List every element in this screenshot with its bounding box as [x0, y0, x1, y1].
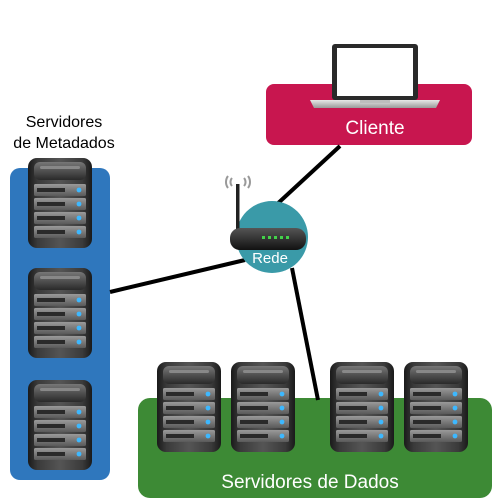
link-router-metadata: [109, 258, 246, 294]
data-group-box: [138, 398, 492, 498]
router-icon: [225, 175, 306, 250]
metadata-group-label-line1: Servidores: [26, 114, 102, 131]
data-server-3: [330, 362, 394, 452]
client-box: [266, 84, 472, 145]
link-router-data: [290, 267, 320, 401]
client-label: Cliente: [345, 118, 404, 139]
network-label: Rede: [252, 250, 288, 267]
data-server-4: [404, 362, 468, 452]
metadata-server-1: [28, 158, 92, 248]
laptop-icon: [310, 44, 440, 108]
data-group-label: Servidores de Dados: [221, 472, 398, 493]
metadata-group-label-line2: de Metadados: [13, 135, 114, 152]
metadata-server-2: [28, 268, 92, 358]
data-server-1: [157, 362, 221, 452]
metadata-server-3: [28, 380, 92, 470]
data-server-2: [231, 362, 295, 452]
